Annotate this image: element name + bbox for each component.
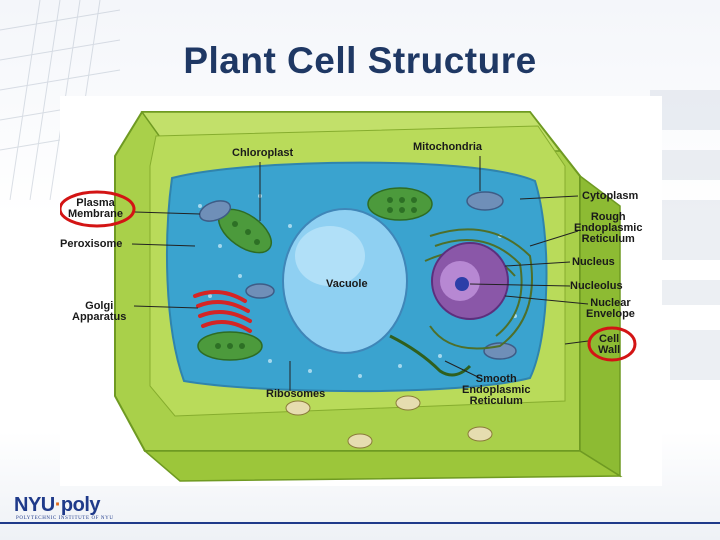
- label-nuclear-envelope: Nuclear Envelope: [586, 297, 635, 320]
- logo-subtitle: POLYTECHNIC INSTITUTE OF NYU: [16, 516, 114, 521]
- label-cytoplasm: Cytoplasm: [582, 190, 639, 202]
- mitochondria-shapes: [198, 191, 517, 360]
- label-leader-lines: [131, 156, 589, 391]
- label-rough-er: Rough Endoplasmic Reticulum: [574, 211, 643, 245]
- cell-wall-highlight-ring: [587, 326, 637, 362]
- logo-separator: ·: [54, 494, 62, 516]
- label-ribosomes: Ribosomes: [266, 388, 326, 400]
- nyu-poly-logo: NYU·poly: [14, 494, 101, 517]
- slide-title: Plant Cell Structure: [183, 40, 537, 81]
- label-nucleolus: Nucleolus: [570, 280, 623, 292]
- label-vacuole: Vacuole: [326, 278, 368, 290]
- label-cell-wall: Cell Wall: [598, 333, 621, 356]
- logo-end-text: poly: [60, 494, 101, 516]
- chloroplast-shapes: [197, 187, 433, 361]
- background-building-graphic: [0, 0, 121, 200]
- smooth-er-shape: [389, 334, 472, 377]
- nucleolus-shape: [455, 277, 469, 291]
- golgi-apparatus-shape: [193, 290, 252, 333]
- label-peroxisome: Peroxisome: [60, 238, 123, 250]
- label-nucleus: Nucleus: [572, 256, 615, 268]
- label-mitochondria: Mitochondria: [413, 141, 483, 153]
- plasma-membrane-highlight-ring: [60, 190, 136, 228]
- footer-divider: [0, 522, 720, 524]
- plant-cell-diagram: Chloroplast Mitochondria Plasma Membrane…: [60, 96, 662, 486]
- label-chloroplast: Chloroplast: [232, 147, 294, 159]
- label-plasma-membrane: Plasma Membrane: [68, 197, 124, 220]
- plant-cell-illustration: [60, 111, 637, 482]
- label-golgi-apparatus: Golgi Apparatus: [72, 300, 127, 323]
- logo-main-text: NYU: [14, 494, 55, 516]
- label-smooth-er: Smooth Endoplasmic Reticulum: [462, 373, 531, 407]
